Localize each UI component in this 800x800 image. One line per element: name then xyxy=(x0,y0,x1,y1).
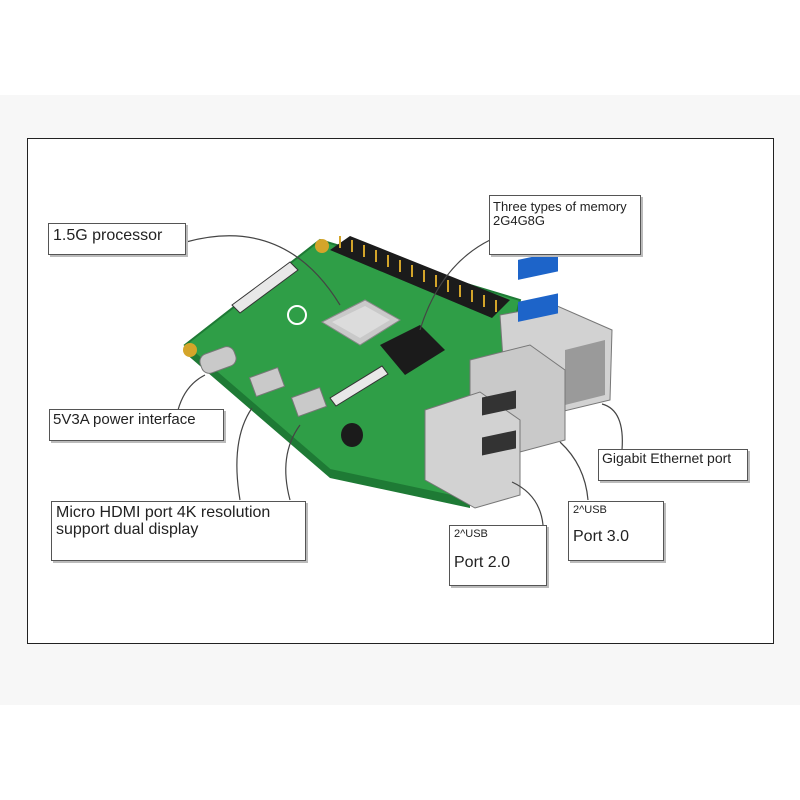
callout-power xyxy=(177,374,206,411)
gpio-pins xyxy=(339,236,497,312)
label-memory: Three types of memory 2G4G8G xyxy=(489,195,641,255)
pcb-edge xyxy=(185,345,470,508)
usb-c-port xyxy=(199,346,237,374)
label-power: 5V3A power interface xyxy=(49,409,224,441)
label-usb3: 2^USB Port 3.0 xyxy=(568,501,664,561)
callout-hdmi-0 xyxy=(236,407,253,501)
callout-ethernet xyxy=(601,403,623,451)
display-connector xyxy=(231,261,299,314)
callout-usb2 xyxy=(511,481,544,526)
audio-jack xyxy=(341,423,363,447)
callout-processor xyxy=(185,235,341,306)
micro-hdmi-port-1 xyxy=(290,386,328,418)
callout-hdmi-1 xyxy=(285,424,301,501)
label-hdmi: Micro HDMI port 4K resolution support du… xyxy=(51,501,306,561)
label-ethernet: Gigabit Ethernet port xyxy=(598,449,748,481)
usb2-port xyxy=(424,391,521,509)
callout-usb3 xyxy=(559,441,589,501)
label-usb2: 2^USB Port 2.0 xyxy=(449,525,547,586)
mounting-hole xyxy=(183,343,197,357)
mounting-hole xyxy=(315,239,329,253)
camera-connector xyxy=(329,365,389,407)
micro-hdmi-port-0 xyxy=(248,366,286,398)
raspberry-logo xyxy=(287,305,307,325)
memory-chip xyxy=(380,325,445,375)
label-processor: 1.5G processor xyxy=(48,223,186,255)
callout-memory xyxy=(419,239,491,331)
